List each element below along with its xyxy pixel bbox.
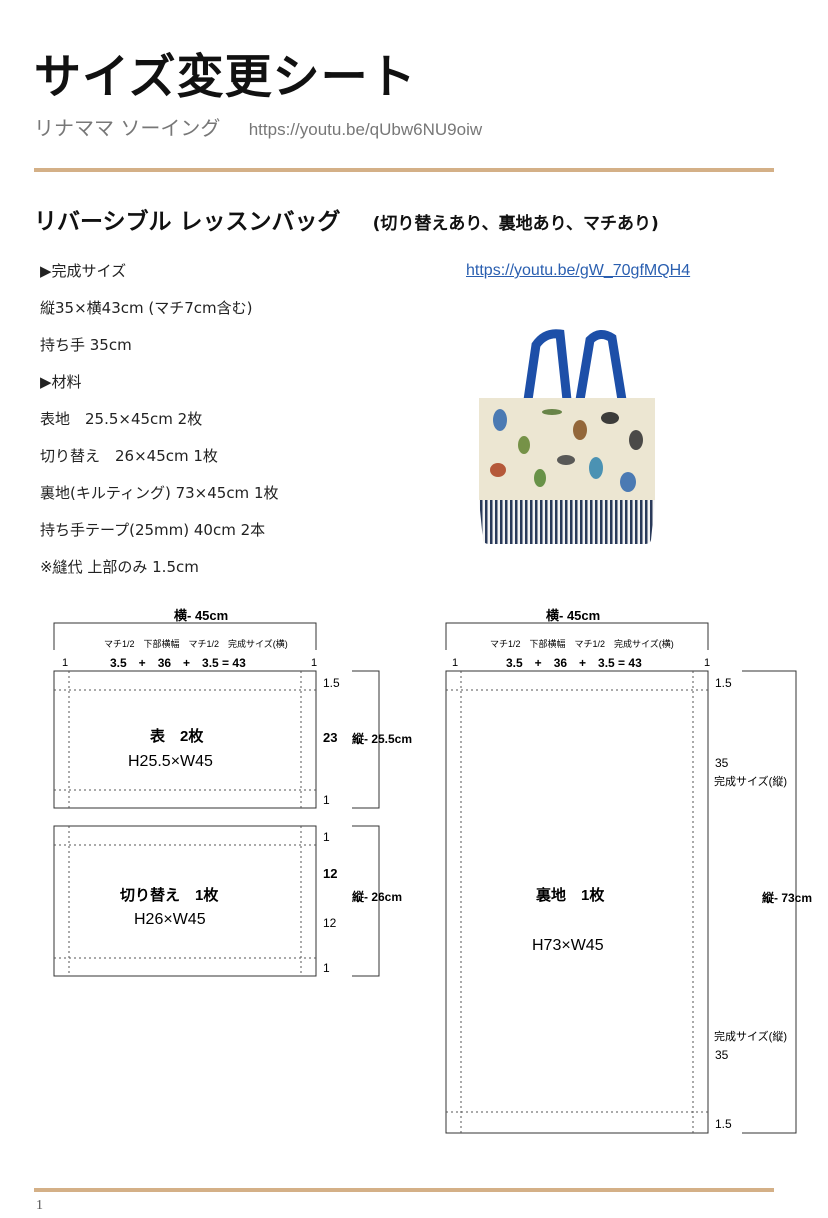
- material-switch: 切り替え 26×45cm 1枚: [40, 447, 218, 465]
- switch-lower-value: 12: [323, 916, 337, 930]
- material-lining: 裏地(キルティング) 73×45cm 1枚: [40, 484, 279, 502]
- left-width-bracket: [53, 622, 317, 650]
- outer-bottom-margin: 1: [323, 793, 330, 807]
- lining-upper-label: 完成サイズ(縦): [714, 774, 787, 788]
- right-formula: 3.5 + 36 + 3.5 = 43: [506, 656, 642, 670]
- handle-size: 持ち手 35cm: [40, 336, 132, 354]
- switch-piece-size: H26×W45: [134, 911, 206, 928]
- switch-height-label: 縦- 26cm: [352, 889, 402, 904]
- project-name: リバーシブル レッスンバッグ: [34, 209, 341, 235]
- outer-piece-rect: [53, 670, 317, 809]
- author-line: リナママ ソーイング https://youtu.be/qUbw6NU9oiw: [34, 112, 482, 141]
- left-header-labels: マチ1/2 下部横幅 マチ1/2 完成サイズ(横): [104, 638, 288, 649]
- right-width-bracket: [445, 622, 709, 650]
- outer-piece-size: H25.5×W45: [128, 753, 213, 770]
- lining-piece-rect: [445, 670, 709, 1134]
- lining-height-label: 縦- 73cm: [762, 890, 812, 905]
- finished-size-value: 縦35×横43cm (マチ7cm含む): [40, 299, 253, 317]
- outer-height-label: 縦- 25.5cm: [352, 731, 412, 746]
- note-mark: ※: [40, 558, 53, 576]
- lining-bottom-margin: 1.5: [715, 1117, 732, 1131]
- left-seam-right: 1: [311, 657, 317, 669]
- finished-size-heading: ▶完成サイズ: [40, 262, 127, 280]
- materials-heading: ▶材料: [40, 373, 82, 391]
- right-header-labels: マチ1/2 下部横幅 マチ1/2 完成サイズ(横): [490, 638, 674, 649]
- material-tape: 持ち手テープ(25mm) 40cm 2本: [40, 521, 266, 539]
- project-subtitle: (切り替えあり、裏地あり、マチあり): [372, 214, 659, 234]
- lining-lower-label: 完成サイズ(縦): [714, 1029, 787, 1043]
- header-divider: [34, 168, 774, 172]
- video-link[interactable]: https://youtu.be/gW_70gfMQH4: [466, 262, 691, 279]
- seam-allowance: ※縫代 上部のみ 1.5cm: [40, 556, 199, 577]
- left-width-title: 横- 45cm: [174, 608, 228, 623]
- seam-detail: 上部のみ 1.5cm: [82, 558, 199, 576]
- left-seam-left: 1: [62, 657, 68, 669]
- lining-lower-value: 35: [715, 1048, 729, 1062]
- seam-word: 縫代: [52, 558, 83, 576]
- footer-divider: [34, 1188, 774, 1192]
- switch-upper-value: 12: [323, 866, 337, 881]
- right-seam-left: 1: [452, 657, 458, 669]
- outer-height-bracket: [352, 670, 380, 809]
- outer-middle-value: 23: [323, 730, 337, 745]
- switch-piece-rect: [53, 825, 317, 977]
- page-number: 1: [36, 1198, 43, 1213]
- lining-piece-name: 裏地 1枚: [535, 886, 605, 904]
- lining-height-bracket: [742, 670, 797, 1134]
- left-formula: 3.5 + 36 + 3.5 = 43: [110, 656, 246, 670]
- lining-upper-value: 35: [715, 756, 729, 770]
- outer-top-margin: 1.5: [323, 676, 340, 690]
- page-title: サイズ変更シート: [34, 50, 417, 105]
- lining-piece-size: H73×W45: [532, 937, 604, 954]
- right-width-title: 横- 45cm: [546, 608, 600, 623]
- switch-height-bracket: [352, 825, 380, 977]
- author-url[interactable]: https://youtu.be/qUbw6NU9oiw: [248, 120, 483, 139]
- lining-top-margin: 1.5: [715, 676, 732, 690]
- switch-top-margin: 1: [323, 830, 330, 844]
- right-seam-right: 1: [704, 657, 710, 669]
- outer-piece-name: 表 2枚: [150, 727, 204, 745]
- author-name: リナママ ソーイング: [34, 116, 221, 140]
- switch-piece-name: 切り替え 1枚: [120, 886, 219, 904]
- material-outer: 表地 25.5×45cm 2枚: [40, 410, 203, 428]
- switch-bottom-margin: 1: [323, 961, 330, 975]
- project-title: リバーシブル レッスンバッグ (切り替えあり、裏地あり、マチあり): [34, 202, 659, 236]
